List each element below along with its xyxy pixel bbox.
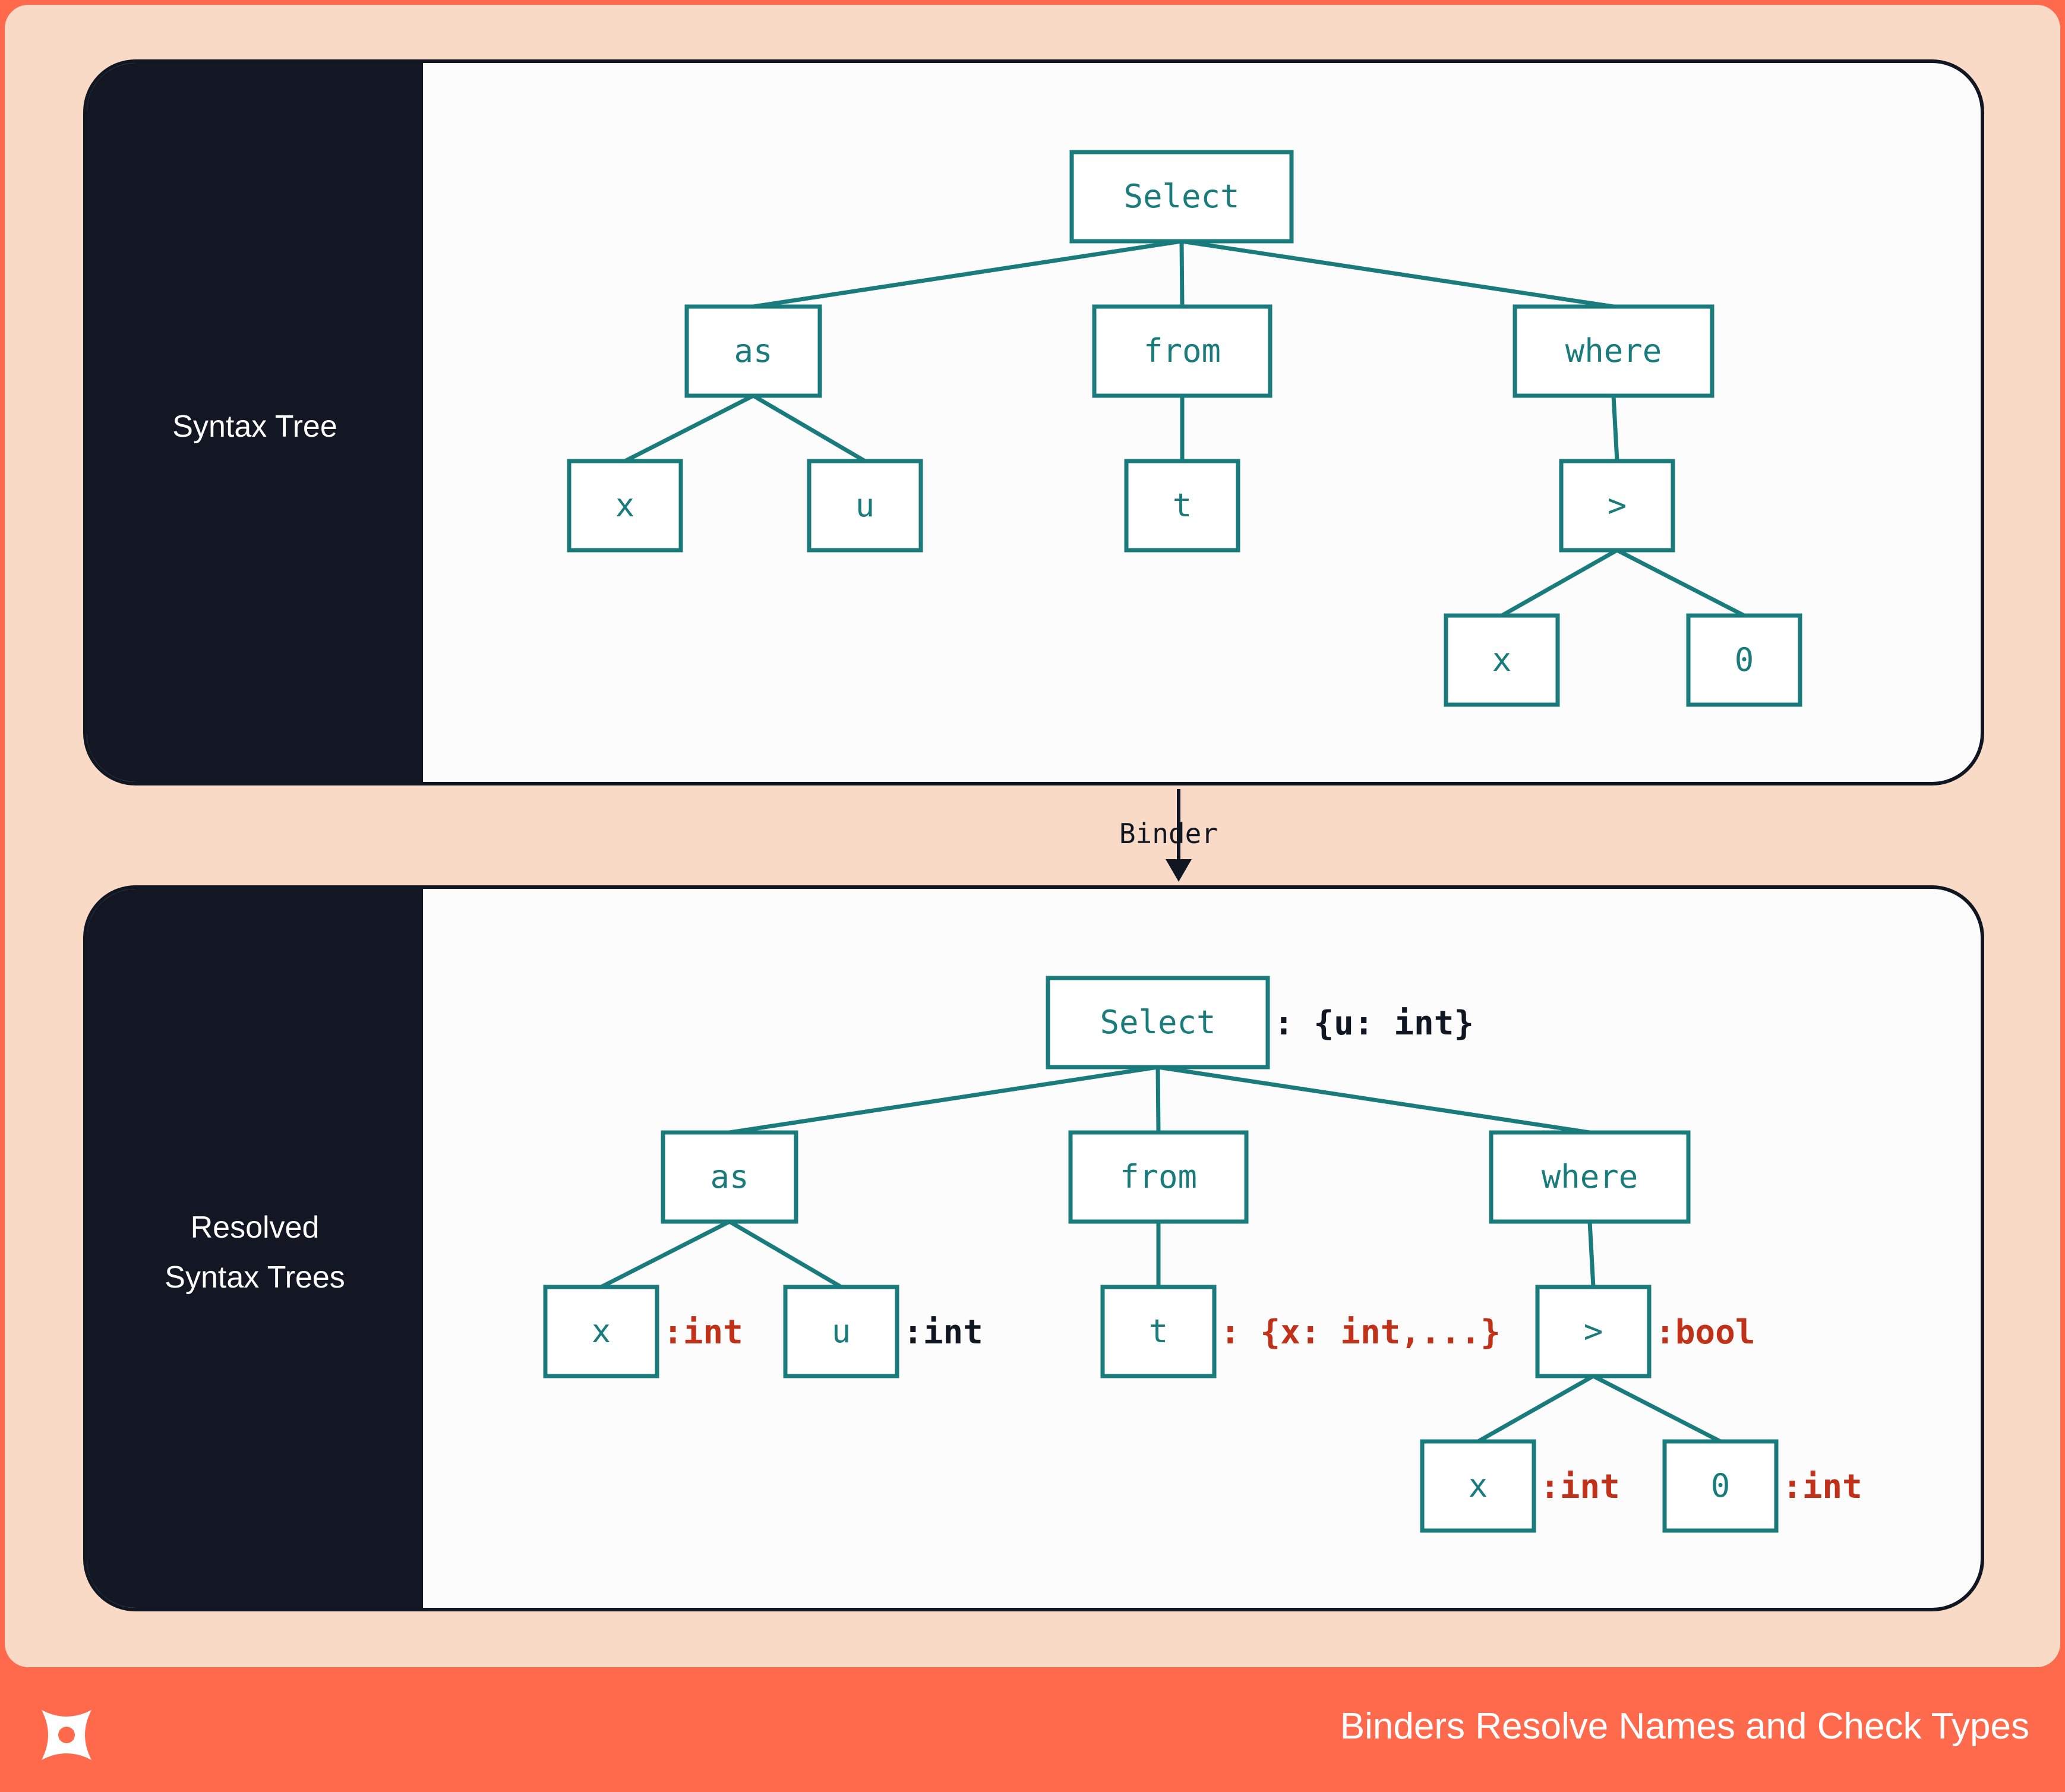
node-label: x [592,1313,611,1350]
panel-sidebar [87,63,423,782]
tree-edge [752,393,866,463]
node-label: Select [1123,178,1239,215]
node-box [567,459,683,553]
panel-label-line: Syntax Tree [172,409,337,444]
tree-edge [624,393,754,463]
node-label: x [615,487,635,524]
node-label: > [1608,487,1627,524]
type-annotation: :int [1782,1468,1862,1506]
panel-label-line: Syntax Trees [165,1260,345,1295]
tree-edge [753,239,1182,309]
node-label: u [855,487,875,524]
tree-node-x2: x [1444,613,1560,707]
node-box [1068,1130,1249,1224]
node-box [1444,613,1560,707]
tree-node-zero: 0 [1686,613,1802,707]
tree-edge [729,1065,1158,1135]
tree-node-x2: x [1420,1439,1536,1533]
type-annotation: :int [1540,1468,1620,1506]
node-box [1046,976,1270,1069]
node-box [1069,150,1294,244]
node-label: where [1542,1158,1638,1195]
tree-edge [1477,1374,1594,1444]
tree-edge [1181,239,1614,309]
node-label: t [1149,1313,1169,1350]
tree-node-u: u [783,1285,899,1378]
type-annotation: : {u: int} [1274,1004,1474,1043]
node-box [1662,1439,1779,1533]
node-box [1124,459,1240,553]
tree-node-x1: x [543,1285,659,1378]
node-label: Select [1100,1004,1215,1041]
node-box [1535,1285,1652,1378]
node-box [807,459,923,553]
node-box [1686,613,1802,707]
node-label: x [1492,641,1512,679]
type-annotation: :int [903,1313,983,1352]
resolved-syntax-tree: Select as from where x u t > x 0 : {u: int} :int :in… [543,976,1862,1533]
node-box [1559,459,1675,553]
node-box [1420,1439,1536,1533]
node-label: u [832,1313,851,1350]
tree-edge [1616,548,1745,618]
syntax-tree-panel: Syntax Tree Select as from where x u t > x 0 [83,59,1984,785]
panel-label-line: Resolved [190,1210,320,1245]
tree-node-gt: > [1559,459,1675,553]
tree-node-select: Select [1069,150,1294,244]
tree-node-t: t [1124,459,1240,553]
node-label: as [710,1158,749,1195]
tree-node-from: from [1068,1130,1249,1224]
node-box [1092,304,1273,398]
tree-node-from: from [1092,304,1273,398]
node-box [1100,1285,1217,1378]
tree-edge [600,1219,731,1289]
tree-edge [1157,1065,1590,1135]
tree-edge [1592,1374,1722,1444]
tree-node-gt: > [1535,1285,1652,1378]
node-box [684,304,822,398]
tree-node-x1: x [567,459,683,553]
node-box [1489,1130,1691,1224]
node-label: 0 [1711,1467,1731,1504]
panel-sidebar [87,889,423,1608]
type-annotation: : {x: int,...} [1220,1313,1501,1352]
node-box [1513,304,1714,398]
node-label: from [1144,332,1221,370]
type-annotation: :int [663,1313,743,1352]
resolved-syntax-trees-panel: Resolved Syntax Trees Select as from where x… [83,885,1984,1611]
syntax-tree: Select as from where x u t > x 0 [567,150,1802,707]
node-box [661,1130,798,1224]
tree-node-t: t [1100,1285,1217,1378]
node-box [543,1285,659,1378]
node-label: as [734,332,772,370]
tree-node-where: where [1513,304,1714,398]
tree-node-as: as [684,304,822,398]
node-label: t [1173,487,1192,524]
tree-edge [1501,548,1618,618]
node-label: where [1565,332,1662,370]
type-annotation: :bool [1655,1313,1755,1352]
tree-node-u: u [807,459,923,553]
tree-edge [1587,1221,1596,1288]
tree-node-zero: 0 [1662,1439,1779,1533]
tree-node-as: as [661,1130,798,1224]
tree-edge [728,1219,842,1289]
tree-node-where: where [1489,1130,1691,1224]
node-label: x [1469,1467,1488,1504]
binder-label: Binder [1119,818,1218,850]
node-label: > [1584,1313,1603,1350]
x-logo-icon [42,1710,91,1760]
node-label: from [1120,1158,1197,1195]
node-label: 0 [1735,641,1754,679]
node-box [783,1285,899,1378]
tree-node-select: Select [1046,976,1270,1069]
footer-title: Binders Resolve Names and Check Types [1340,1706,2029,1747]
tree-edge [1611,395,1619,462]
